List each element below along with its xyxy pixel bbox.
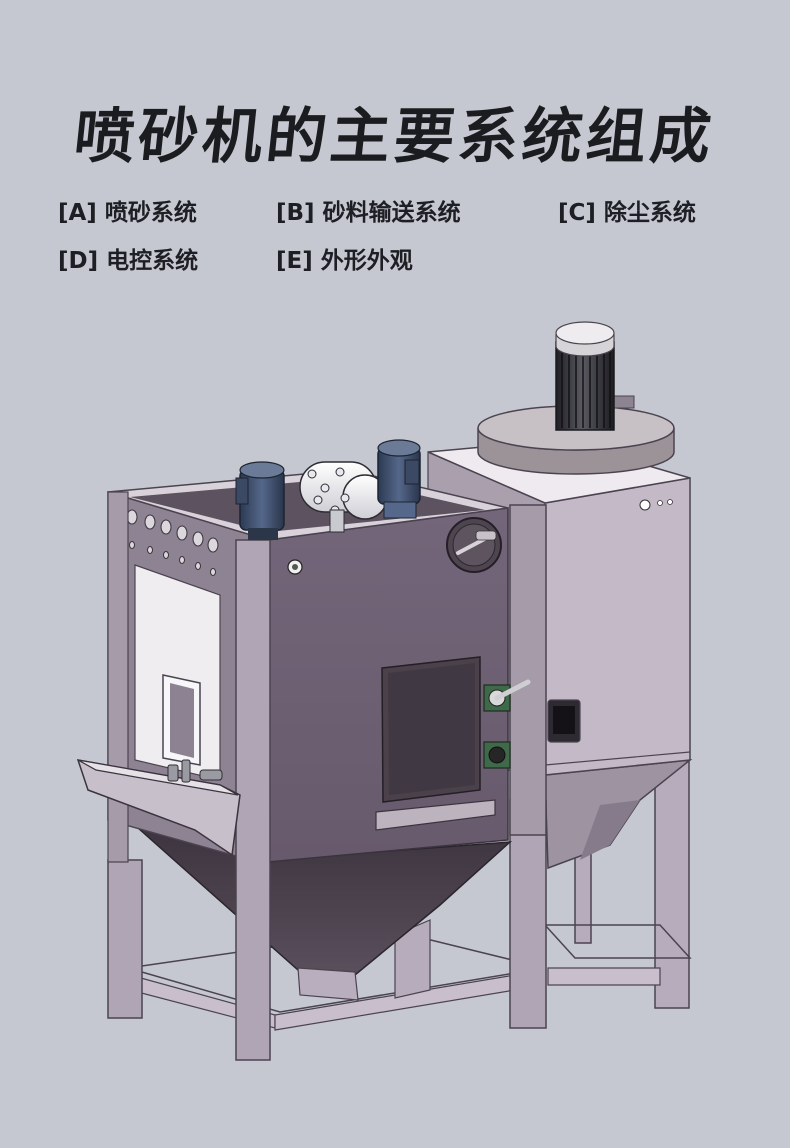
blast-nozzles <box>167 759 223 783</box>
motor-right <box>377 439 421 519</box>
collector-leg <box>654 759 690 1009</box>
system-item-d: [D] 电控系统 <box>58 241 276 275</box>
system-letter: [E] <box>276 248 313 274</box>
system-item-b: [B] 砂料输送系统 <box>276 193 558 227</box>
system-name: 电控系统 <box>106 248 199 274</box>
system-letter: [C] <box>558 200 596 226</box>
system-item-a: [A] 喷砂系统 <box>58 193 276 227</box>
motor-left <box>235 461 285 540</box>
sandblaster-machine-illustration <box>76 321 693 1061</box>
cabinet-leg <box>235 539 271 1061</box>
system-item-c: [C] 除尘系统 <box>558 193 696 227</box>
system-item-e: [E] 外形外观 <box>276 241 413 275</box>
systems-row-1: [A] 喷砂系统 [B] 砂料输送系统 [C] 除尘系统 <box>58 186 748 234</box>
hopper-outlet <box>297 967 359 1001</box>
cabinet-leg <box>107 859 143 1019</box>
page-title: 喷砂机的主要系统组成 <box>70 102 719 172</box>
system-letter: [B] <box>276 200 315 226</box>
collector-base-bar <box>547 967 661 986</box>
system-letter: [D] <box>58 248 99 274</box>
system-name: 外形外观 <box>320 248 413 274</box>
collector-base-frame <box>543 924 692 959</box>
cabinet-post <box>107 491 129 863</box>
system-name: 除尘系统 <box>603 200 696 226</box>
window-ledge <box>375 799 496 831</box>
control-knob-upper <box>483 679 531 712</box>
cabinet-leg <box>509 799 547 1029</box>
systems-row-2: [D] 电控系统 [E] 外形外观 <box>58 234 748 282</box>
system-name: 砂料输送系统 <box>322 200 461 226</box>
collector-leg <box>574 847 592 944</box>
top-components <box>235 439 421 540</box>
systems-list: [A] 喷砂系统 [B] 砂料输送系统 [C] 除尘系统 [D] 电控系统 [E… <box>58 186 748 282</box>
system-letter: [A] <box>58 200 97 226</box>
cabinet-post <box>509 504 547 836</box>
collector-cone-shade <box>580 800 640 860</box>
control-knob-lower <box>483 741 511 769</box>
blast-cabinet <box>76 469 547 1061</box>
system-name: 喷砂系统 <box>104 200 197 226</box>
